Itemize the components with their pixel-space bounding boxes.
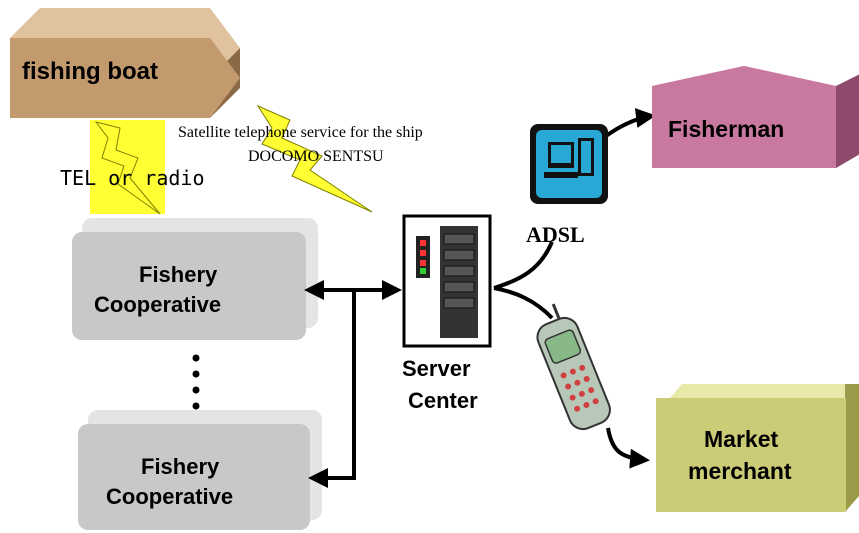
satellite-label-line1: Satellite telephone service for the ship [178,124,423,141]
market-merchant-line2: merchant [688,458,792,484]
lightning-bolt-icon [94,121,161,215]
ellipsis-dot [192,370,200,378]
ellipsis-dot [192,354,200,362]
cooperative-connector-arrows [304,280,402,488]
server-connections [493,108,656,469]
tel-radio-label: TEL or radio [60,166,205,190]
adsl-label: ADSL [526,222,585,247]
fishery-cooperative-bottom-line2: Cooperative [106,484,234,509]
mobile-phone-icon [536,303,611,431]
fisherman-shape [652,66,859,168]
market-merchant-line1: Market [704,426,779,452]
ellipsis-dot [192,386,200,394]
computer-monitor-icon [530,124,608,204]
market-merchant-shape [656,384,859,512]
fishery-cooperative-box-bottom [78,410,322,530]
server-icon [402,214,492,348]
server-center-line2: Center [408,388,478,413]
satellite-label-line2: DOCOMO SENTSU [248,148,384,165]
server-center-line1: Server [402,356,471,381]
lightning-bolt-icon [256,104,373,213]
ellipsis-dot [192,402,200,410]
fishery-cooperative-bottom-line1: Fishery [141,454,220,479]
fishery-cooperative-top-line1: Fishery [139,262,218,287]
fishing-boat-shape [10,8,240,118]
fishery-cooperative-top-line2: Cooperative [94,292,222,317]
fishery-cooperative-box-top [72,218,318,340]
fishing-boat-label: fishing boat [22,58,158,85]
fisherman-label: Fisherman [668,116,785,142]
